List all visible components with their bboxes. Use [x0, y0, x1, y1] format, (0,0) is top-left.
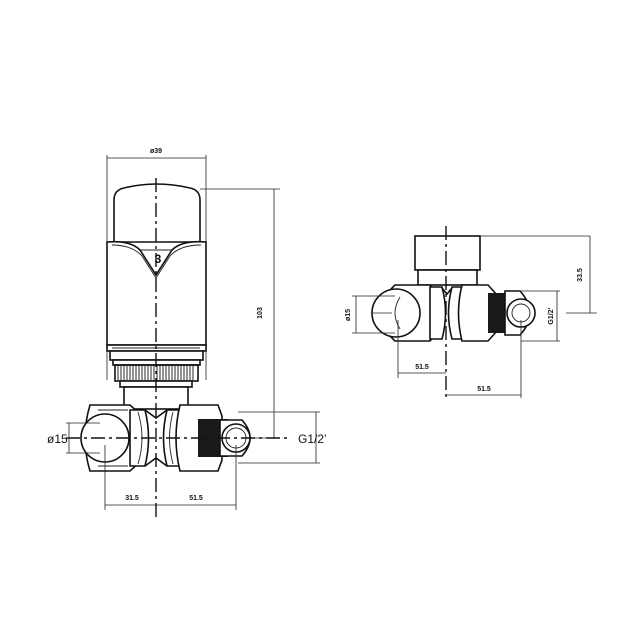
- top-pipe-label: ø15: [345, 309, 352, 321]
- left-offset-label: 31.5: [125, 495, 139, 502]
- dim-thread: G1/2’: [238, 411, 327, 464]
- top-right-offset-label: 51.5: [477, 386, 491, 393]
- knob-setting-number: 3: [155, 252, 162, 266]
- head-diameter-label: ø39: [150, 148, 162, 155]
- top-cap: [414, 235, 481, 271]
- top-height-label: 33.5: [577, 268, 584, 282]
- height-label: 103: [257, 307, 264, 319]
- front-view: ø39 3: [47, 148, 327, 518]
- dim-bottom-offsets: 31.5 51.5: [104, 445, 237, 510]
- top-thread-label: G1/2’: [548, 307, 555, 324]
- thread-label: G1/2’: [298, 432, 327, 446]
- top-view: 33.5 ø15 G1/2’ 51.5 51.5: [345, 226, 597, 398]
- top-left-offset-label: 51.5: [415, 364, 429, 371]
- right-offset-label: 51.5: [189, 495, 203, 502]
- dim-pipe-diameter: ø15: [47, 422, 100, 454]
- pipe-diameter-label: ø15: [47, 432, 68, 446]
- dim-overall-height: 103: [200, 188, 280, 439]
